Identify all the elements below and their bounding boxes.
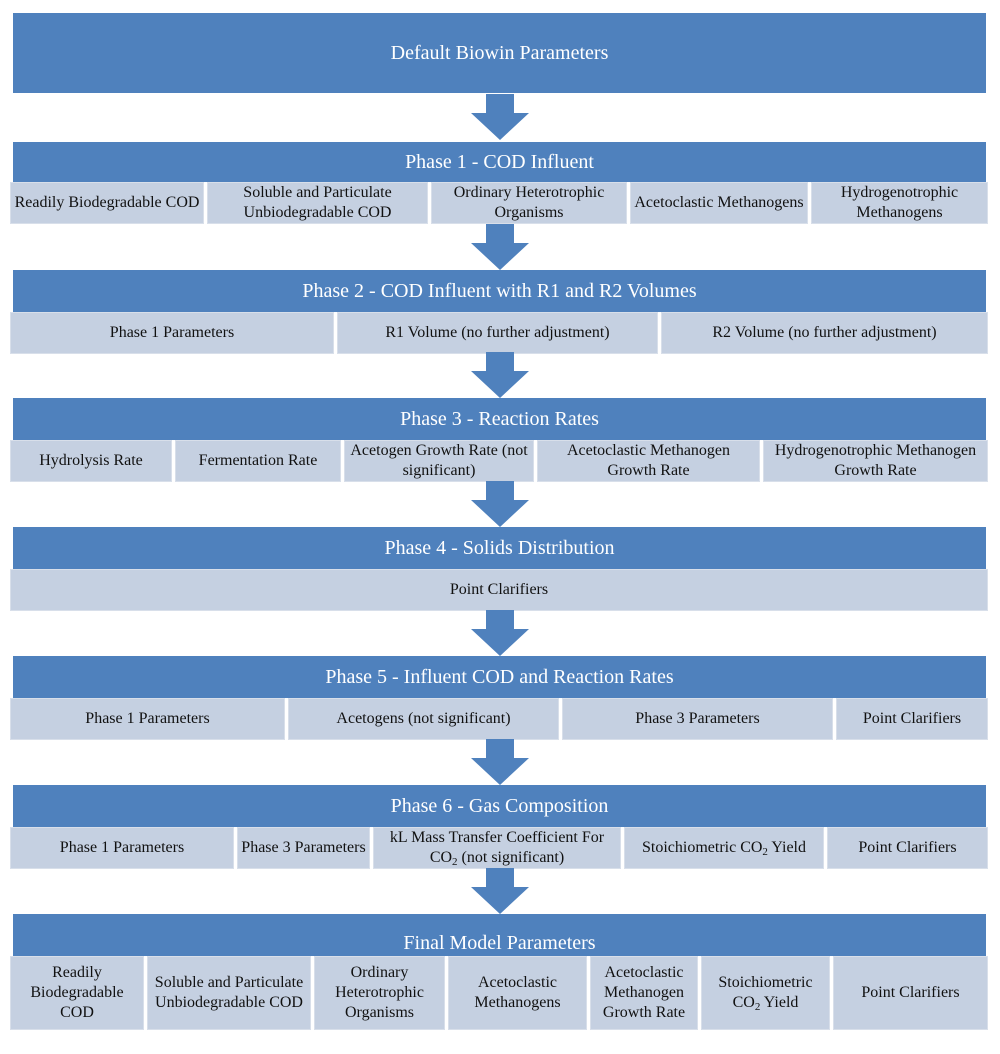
final-title: Final Model Parameters	[403, 932, 596, 954]
default-header: Default Biowin Parameters	[13, 13, 986, 93]
phase6-cell-text-part: Yield	[767, 839, 806, 856]
phase6-cell-text: kL Mass Transfer Coefficient For CO2 (no…	[377, 828, 617, 868]
phase4-cell: Point Clarifiers	[10, 569, 988, 611]
phase3-title: Phase 3 - Reaction Rates	[400, 407, 599, 430]
down-arrow-icon	[471, 610, 529, 656]
phase1-title: Phase 1 - COD Influent	[405, 150, 594, 173]
phase5-cell: Acetogens (not significant)	[288, 698, 559, 740]
final-cell-text: Stoichiometric CO2 Yield	[705, 973, 826, 1013]
phase5-title: Phase 5 - Influent COD and Reaction Rate…	[325, 665, 674, 688]
phase5-header: Phase 5 - Influent COD and Reaction Rate…	[13, 656, 986, 698]
final-cell: Acetoclastic Methanogens	[448, 956, 587, 1030]
phase3-cell: Hydrogenotrophic Methanogen Growth Rate	[763, 440, 988, 482]
phase2-cell: Phase 1 Parameters	[10, 312, 334, 354]
phase4-header: Phase 4 - Solids Distribution	[13, 527, 986, 569]
phase2-row: Phase 1 Parameters R1 Volume (no further…	[10, 312, 988, 354]
phase1-cell: Readily Biodegradable COD	[10, 182, 204, 224]
phase6-header: Phase 6 - Gas Composition	[13, 785, 986, 827]
final-row: Readily Biodegradable COD Soluble and Pa…	[10, 956, 988, 1030]
default-title: Default Biowin Parameters	[390, 41, 609, 64]
phase3-cell: Hydrolysis Rate	[10, 440, 172, 482]
phase1-cell: Ordinary Heterotrophic Organisms	[431, 182, 627, 224]
down-arrow-icon	[471, 352, 529, 398]
subscript: 2	[754, 1001, 761, 1013]
down-arrow-icon	[471, 739, 529, 785]
phase6-cell-text-part: Stoichiometric CO	[641, 839, 763, 856]
phase6-row: Phase 1 Parameters Phase 3 Parameters kL…	[10, 827, 988, 869]
final-cell-text-part: Stoichiometric CO	[718, 974, 813, 1011]
phase3-cell: Acetoclastic Methanogen Growth Rate	[537, 440, 760, 482]
phase1-cell: Hydrogenotrophic Methanogens	[811, 182, 988, 224]
phase6-title: Phase 6 - Gas Composition	[390, 794, 609, 817]
phase5-row: Phase 1 Parameters Acetogens (not signif…	[10, 698, 988, 740]
final-cell: Soluble and Particulate Unbiodegradable …	[147, 956, 311, 1030]
subscript: 2	[762, 846, 768, 858]
phase6-cell: kL Mass Transfer Coefficient For CO2 (no…	[373, 827, 621, 869]
phase6-cell-text-part: kL Mass Transfer Coefficient For CO	[389, 829, 605, 866]
phase5-cell: Phase 1 Parameters	[10, 698, 285, 740]
phase2-cell: R1 Volume (no further adjustment)	[337, 312, 658, 354]
phase2-cell: R2 Volume (no further adjustment)	[661, 312, 988, 354]
final-cell: Ordinary Heterotrophic Organisms	[314, 956, 445, 1030]
final-cell-text-part: Yield	[760, 994, 799, 1011]
phase6-cell-text-part: (not significant)	[457, 849, 565, 866]
phase2-title: Phase 2 - COD Influent with R1 and R2 Vo…	[302, 279, 697, 302]
final-cell: Point Clarifiers	[833, 956, 988, 1030]
final-cell: Readily Biodegradable COD	[10, 956, 144, 1030]
phase5-cell: Point Clarifiers	[836, 698, 988, 740]
phase2-header: Phase 2 - COD Influent with R1 and R2 Vo…	[13, 270, 986, 312]
phase1-row: Readily Biodegradable COD Soluble and Pa…	[10, 182, 988, 224]
down-arrow-icon	[471, 481, 529, 527]
final-cell: Acetoclastic Methanogen Growth Rate	[590, 956, 698, 1030]
phase6-cell: Stoichiometric CO2 Yield	[624, 827, 824, 869]
phase4-title: Phase 4 - Solids Distribution	[384, 536, 615, 559]
phase3-cell: Fermentation Rate	[175, 440, 341, 482]
down-arrow-icon	[471, 224, 529, 270]
phase3-header: Phase 3 - Reaction Rates	[13, 398, 986, 440]
phase5-cell: Phase 3 Parameters	[562, 698, 833, 740]
phase3-cell: Acetogen Growth Rate (not significant)	[344, 440, 534, 482]
final-cell: Stoichiometric CO2 Yield	[701, 956, 830, 1030]
phase1-cell: Acetoclastic Methanogens	[630, 182, 808, 224]
down-arrow-icon	[471, 94, 529, 140]
phase6-cell-text: Stoichiometric CO2 Yield	[642, 838, 806, 858]
phase6-cell: Point Clarifiers	[827, 827, 988, 869]
phase4-row: Point Clarifiers	[10, 569, 988, 611]
down-arrow-icon	[471, 868, 529, 914]
subscript: 2	[452, 856, 458, 868]
phase1-cell: Soluble and Particulate Unbiodegradable …	[207, 182, 428, 224]
phase6-cell: Phase 3 Parameters	[237, 827, 370, 869]
final-header: Final Model Parameters	[13, 914, 986, 956]
phase3-row: Hydrolysis Rate Fermentation Rate Acetog…	[10, 440, 988, 482]
phase6-cell: Phase 1 Parameters	[10, 827, 234, 869]
phase1-header: Phase 1 - COD Influent	[13, 142, 986, 182]
